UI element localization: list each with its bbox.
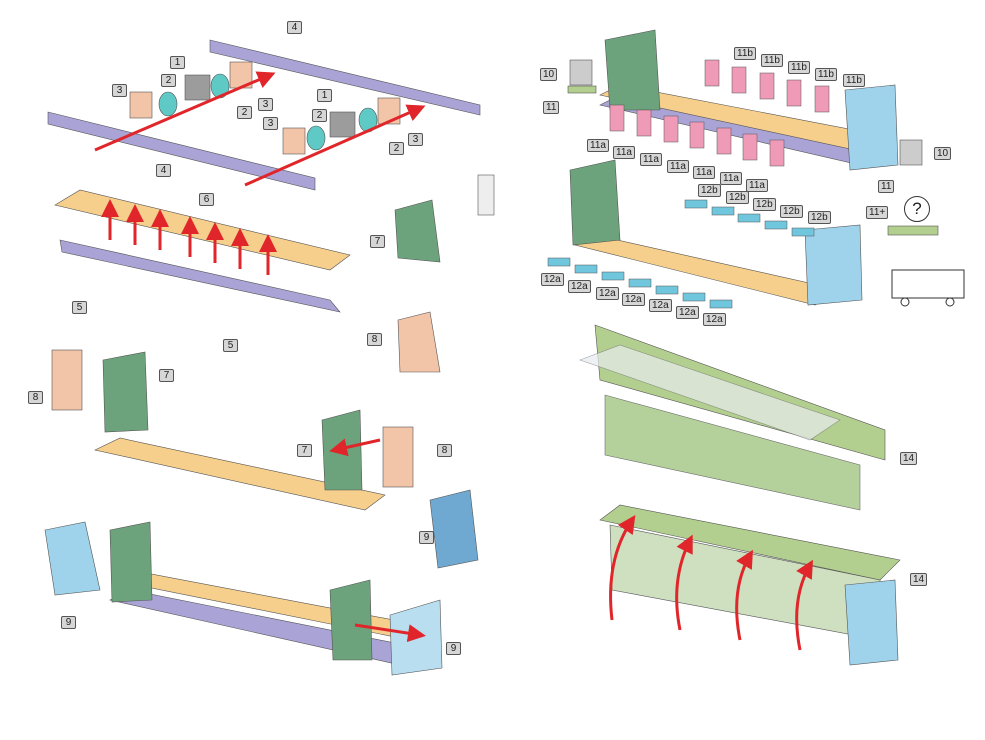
part-label: 3 bbox=[408, 133, 423, 146]
side-frame-4-top bbox=[209, 39, 481, 116]
part-label: 14 bbox=[900, 452, 918, 465]
question-icon: ? bbox=[904, 196, 930, 222]
part-label: 7 bbox=[159, 369, 174, 382]
part-label: 7 bbox=[370, 235, 385, 248]
part-label: 9 bbox=[419, 531, 434, 544]
part-label: 12a bbox=[676, 306, 699, 319]
part-label: 4 bbox=[287, 21, 302, 34]
part-label: 6 bbox=[199, 193, 214, 206]
axle-assembly bbox=[94, 61, 426, 187]
part-label: 8 bbox=[367, 333, 382, 346]
part-label: 12a bbox=[649, 299, 672, 312]
part-label: 11+ bbox=[866, 206, 889, 219]
coach-outline-icon bbox=[891, 269, 965, 307]
part-label: 12a bbox=[596, 287, 619, 300]
part-label: 5 bbox=[72, 301, 87, 314]
part-label: 11b bbox=[761, 54, 783, 67]
trays-step bbox=[547, 159, 863, 309]
part-label: 11a bbox=[720, 172, 742, 185]
part-label: 11a bbox=[640, 153, 662, 166]
part-label: 3 bbox=[258, 98, 273, 111]
part-label: 11a bbox=[587, 139, 609, 152]
side-frame-4-bottom bbox=[47, 111, 316, 191]
part-label: 10 bbox=[540, 68, 558, 81]
part-label: 14 bbox=[910, 573, 928, 586]
ends-step bbox=[44, 521, 443, 676]
part-label: 11a bbox=[693, 166, 715, 179]
part-label: 11a bbox=[613, 146, 635, 159]
part-label: 11a bbox=[746, 179, 768, 192]
part-label: 9 bbox=[446, 642, 461, 655]
floor-step bbox=[54, 174, 495, 373]
chassis-step bbox=[47, 39, 481, 191]
part-label: 12b bbox=[698, 184, 721, 197]
part-label: 11b bbox=[734, 47, 756, 60]
part-label: 1 bbox=[170, 56, 185, 69]
part-label: 10 bbox=[934, 147, 952, 160]
part-label: 11b bbox=[815, 68, 837, 81]
part-label: 3 bbox=[112, 84, 127, 97]
part-label: 12b bbox=[808, 211, 831, 224]
roof-step bbox=[579, 324, 901, 666]
part-label: 12b bbox=[753, 198, 776, 211]
part-label: 4 bbox=[156, 164, 171, 177]
walls-step bbox=[51, 349, 479, 569]
seats-step bbox=[567, 29, 965, 307]
part-label: 12a bbox=[568, 280, 591, 293]
part-label: 1 bbox=[317, 89, 332, 102]
part-label: 12a bbox=[622, 293, 645, 306]
part-label: 11b bbox=[843, 74, 865, 87]
part-label: 3 bbox=[263, 117, 278, 130]
part-label: 11a bbox=[667, 160, 689, 173]
part-label: 11 bbox=[878, 180, 895, 193]
part-label: 12a bbox=[541, 273, 564, 286]
part-label: 2 bbox=[389, 142, 404, 155]
part-label: 2 bbox=[161, 74, 176, 87]
part-label: 7 bbox=[297, 444, 312, 457]
part-label: 9 bbox=[61, 616, 76, 629]
part-label: 11b bbox=[788, 61, 810, 74]
part-label: 5 bbox=[223, 339, 238, 352]
part-label: 8 bbox=[28, 391, 43, 404]
part-label: 12b bbox=[726, 191, 749, 204]
part-label: 2 bbox=[312, 109, 327, 122]
part-label: 11 bbox=[543, 101, 560, 114]
part-label: 8 bbox=[437, 444, 452, 457]
part-label: 12b bbox=[780, 205, 803, 218]
part-label: 2 bbox=[237, 106, 252, 119]
part-label: 12a bbox=[703, 313, 726, 326]
